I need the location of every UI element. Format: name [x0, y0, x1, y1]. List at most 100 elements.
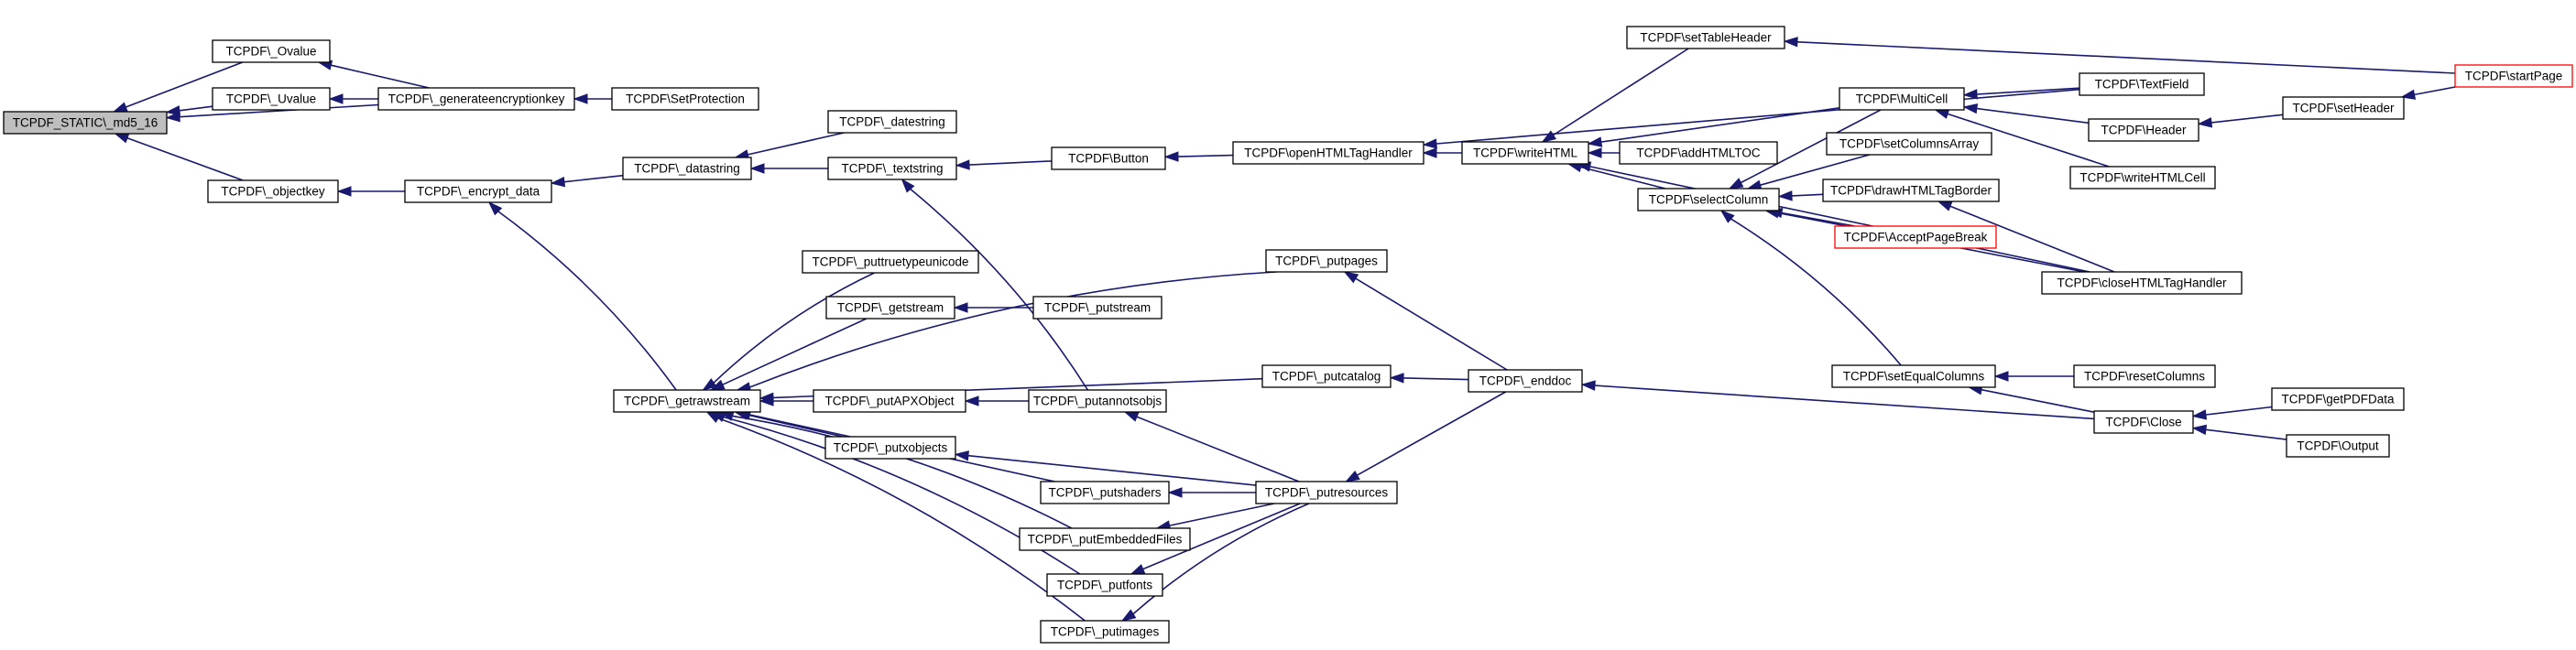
node-getstream[interactable]: TCPDF\_getstream	[825, 296, 955, 320]
node-setTableHeader[interactable]: TCPDF\setTableHeader	[1626, 26, 1785, 49]
edge-putresources-to-putannotsobjs	[1136, 416, 1300, 482]
node-putAPXObject[interactable]: TCPDF\_putAPXObject	[813, 389, 966, 413]
edge-putresources-to-putimages	[1132, 503, 1310, 615]
function-nodes: TCPDF_STATIC\_md5_16 TCPDF\_Ovalue TCPDF…	[3, 26, 2573, 644]
edge-putannotsobjs-to-textstring	[910, 188, 1089, 391]
edge-Ovalue-to-STATIC_md5_16	[126, 61, 244, 108]
edge-enddoc-to-putpages	[1355, 277, 1508, 371]
arrowhead	[1962, 103, 1979, 114]
node-putshaders[interactable]: TCPDF\_putshaders	[1040, 481, 1170, 504]
node-label: TCPDF\_enddoc	[1479, 374, 1572, 388]
node-label: TCPDF\_datastring	[634, 162, 740, 176]
node-label: TCPDF\_puttruetypeunicode	[812, 255, 968, 269]
node-label: TCPDF\_putstream	[1044, 301, 1151, 315]
edge-TextField-to-openHTMLTagHandler	[1435, 88, 2080, 145]
node-putxobjects[interactable]: TCPDF\_putxobjects	[824, 436, 956, 460]
node-label: TCPDF\_putxobjects	[834, 441, 948, 455]
node-label: TCPDF\addHTMLTOC	[1636, 146, 1761, 160]
edge-Close-to-setEqualColumns	[1981, 388, 2095, 413]
edge-TextField-to-MultiCell	[1976, 87, 2080, 95]
edge-selectColumn-to-writeHTML	[1580, 166, 1666, 190]
arrowhead	[114, 133, 130, 144]
node-getPDFData[interactable]: TCPDF\getPDFData	[2271, 387, 2405, 411]
node-label: TCPDF\MultiCell	[1856, 92, 1948, 106]
node-Button[interactable]: TCPDF\Button	[1051, 146, 1166, 170]
node-Ovalue[interactable]: TCPDF\_Ovalue	[212, 39, 331, 63]
edge-setHeader-to-Header	[2210, 114, 2284, 124]
node-resetColumns[interactable]: TCPDF\resetColumns	[2073, 364, 2216, 388]
node-label: TCPDF\getPDFData	[2281, 393, 2395, 406]
node-AcceptPageBreak[interactable]: TCPDF\AcceptPageBreak	[1834, 225, 1997, 249]
node-label: TCPDF_STATIC\_md5_16	[13, 116, 158, 130]
arrowhead	[901, 178, 915, 193]
node-MultiCell[interactable]: TCPDF\MultiCell	[1839, 87, 1965, 111]
arrowhead	[1587, 136, 1603, 147]
node-setHeader[interactable]: TCPDF\setHeader	[2282, 96, 2405, 120]
node-openHTMLTagHandler[interactable]: TCPDF\openHTMLTagHandler	[1232, 141, 1424, 165]
node-putpages[interactable]: TCPDF\_putpages	[1265, 249, 1388, 273]
node-puttruetypeunicode[interactable]: TCPDF\_puttruetypeunicode	[802, 250, 979, 274]
node-STATIC_md5_16[interactable]: TCPDF_STATIC\_md5_16	[3, 111, 168, 135]
node-label: TCPDF\setEqualColumns	[1843, 370, 1985, 384]
node-putEmbeddedFiles[interactable]: TCPDF\_putEmbeddedFiles	[1019, 527, 1191, 551]
node-Close[interactable]: TCPDF\Close	[2093, 410, 2194, 434]
node-putfonts[interactable]: TCPDF\_putfonts	[1046, 573, 1163, 597]
node-putstream[interactable]: TCPDF\_putstream	[1032, 296, 1162, 320]
edge-drawHTMLTagBorder-to-selectColumn	[1791, 193, 1824, 197]
arrowhead	[954, 450, 969, 461]
edge-setColumnsArray-to-selectColumn	[1760, 154, 1871, 186]
arrowhead	[573, 93, 588, 104]
node-textstring[interactable]: TCPDF\_textstring	[827, 157, 957, 180]
node-writeHTMLCell[interactable]: TCPDF\writeHTMLCell	[2069, 166, 2216, 190]
node-datastring[interactable]: TCPDF\_datastring	[622, 157, 752, 180]
node-addHTMLTOC[interactable]: TCPDF\addHTMLTOC	[1619, 141, 1778, 165]
node-label: TCPDF\drawHTMLTagBorder	[1830, 184, 1992, 198]
node-label: TCPDF\_objectkey	[221, 185, 325, 199]
node-encrypt_data[interactable]: TCPDF\_encrypt_data	[404, 179, 552, 203]
node-drawHTMLTagBorder[interactable]: TCPDF\drawHTMLTagBorder	[1822, 179, 2000, 202]
node-writeHTML[interactable]: TCPDF\writeHTML	[1461, 141, 1589, 165]
edge-Close-to-enddoc	[1594, 385, 2095, 420]
node-setColumnsArray[interactable]: TCPDF\setColumnsArray	[1826, 132, 1992, 156]
arrowhead	[1783, 37, 1798, 48]
arrowhead	[1962, 89, 1978, 100]
node-putcatalog[interactable]: TCPDF\_putcatalog	[1261, 364, 1392, 388]
node-selectColumn[interactable]: TCPDF\selectColumn	[1637, 188, 1780, 211]
node-setEqualColumns[interactable]: TCPDF\setEqualColumns	[1831, 364, 1996, 388]
node-closeHTMLTagHandler[interactable]: TCPDF\closeHTMLTagHandler	[2041, 271, 2243, 295]
arrowhead	[165, 105, 181, 116]
arrowhead	[1422, 138, 1437, 149]
node-label: TCPDF\TextField	[2095, 78, 2189, 92]
node-putannotsobjs[interactable]: TCPDF\_putannotsobjs	[1028, 389, 1167, 413]
edge-MultiCell-to-writeHTML	[1600, 107, 1840, 143]
node-datestring[interactable]: TCPDF\_datestring	[827, 110, 957, 134]
arrowhead	[702, 378, 717, 391]
node-label: TCPDF\SetProtection	[626, 92, 745, 106]
node-enddoc[interactable]: TCPDF\_enddoc	[1468, 369, 1583, 393]
node-label: TCPDF\_putfonts	[1057, 579, 1153, 592]
node-putresources[interactable]: TCPDF\_putresources	[1255, 481, 1398, 504]
node-label: TCPDF\Output	[2297, 439, 2379, 453]
edge-openHTMLTagHandler-to-Button	[1177, 154, 1234, 157]
edge-putresources-to-putEmbeddedFiles	[1169, 503, 1275, 526]
edge-MultiCell-to-selectColumn	[1741, 109, 1882, 184]
arrowhead	[1541, 130, 1556, 143]
node-Uvalue[interactable]: TCPDF\_Uvalue	[212, 87, 331, 111]
node-getrawstream[interactable]: TCPDF\_getrawstream	[613, 389, 761, 413]
node-label: TCPDF\_Ovalue	[225, 45, 316, 59]
node-Header[interactable]: TCPDF\Header	[2088, 118, 2199, 142]
node-TextField[interactable]: TCPDF\TextField	[2079, 72, 2205, 96]
node-label: TCPDF\AcceptPageBreak	[1844, 231, 1988, 244]
node-label: TCPDF\_putannotsobjs	[1033, 395, 1162, 408]
node-generateencryptionkey[interactable]: TCPDF\_generateencryptionkey	[377, 87, 575, 111]
arrowhead	[2197, 117, 2213, 128]
node-putimages[interactable]: TCPDF\_putimages	[1040, 620, 1170, 644]
arrowhead	[1934, 109, 1950, 119]
node-startPage[interactable]: TCPDF\startPage	[2454, 64, 2573, 88]
node-objectkey[interactable]: TCPDF\_objectkey	[207, 179, 339, 203]
node-Output[interactable]: TCPDF\Output	[2286, 434, 2390, 458]
node-SetProtection[interactable]: TCPDF\SetProtection	[611, 87, 759, 111]
arrowhead	[1343, 271, 1359, 284]
edge-putimages-to-getrawstream	[717, 417, 1086, 622]
